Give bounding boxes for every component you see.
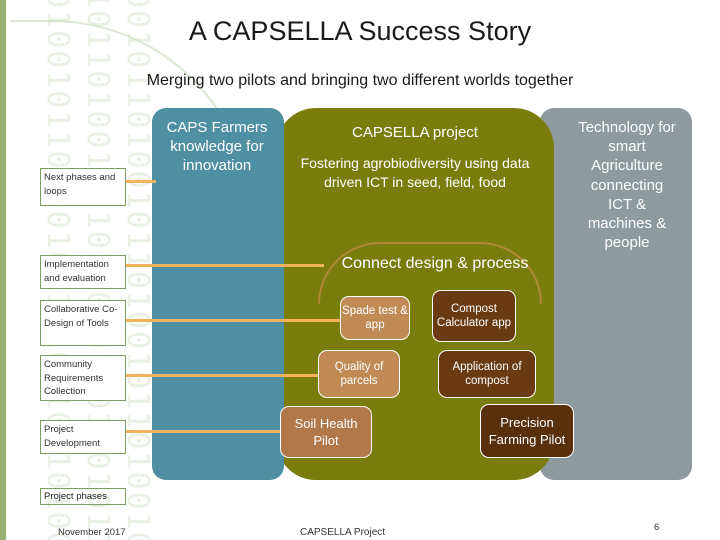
connector-line-implementation [126, 264, 324, 267]
capsella-description: Fostering agrobiodiversity using data dr… [300, 155, 530, 190]
slide-subtitle: Merging two pilots and bringing two diff… [146, 72, 574, 89]
connect-heading: Connect design & process [341, 255, 529, 272]
node-spade-test: Spade test & app [340, 296, 410, 340]
caps-description: CAPS Farmers knowledge for innovation [166, 119, 268, 174]
node-precision-farming-pilot: Precision Farming Pilot [480, 404, 574, 458]
connector-line-requirements [126, 374, 332, 377]
technology-description: Technology for smart Agriculture connect… [578, 119, 676, 252]
node-compost-calculator: Compost Calculator app [432, 290, 516, 342]
footer-project: CAPSELLA Project [300, 527, 386, 538]
phase-codesign: Collaborative Co-Design of Tools [40, 300, 126, 346]
phase-development: Project Development [40, 420, 126, 454]
connector-line-next [126, 180, 156, 183]
left-accent-bar [0, 0, 6, 540]
phases-caption: Project phases [40, 488, 126, 505]
capsella-title: CAPSELLA project [352, 124, 478, 141]
phase-next: Next phases and loops [40, 168, 126, 206]
slide-title: A CAPSELLA Success Story [188, 16, 532, 46]
node-application-of-compost: Application of compost [438, 350, 536, 398]
connector-line-development [126, 430, 286, 433]
caps-panel [152, 108, 284, 480]
page-number: 6 [654, 522, 660, 533]
node-soil-health-pilot: Soil Health Pilot [280, 406, 372, 458]
phase-requirements: Community Requirements Collection [40, 355, 126, 401]
footer-date: November 2017 [58, 527, 126, 538]
phase-implementation: Implementation and evaluation [40, 255, 126, 289]
node-quality-of-parcels: Quality of parcels [318, 350, 400, 398]
connector-line-codesign [126, 319, 340, 322]
